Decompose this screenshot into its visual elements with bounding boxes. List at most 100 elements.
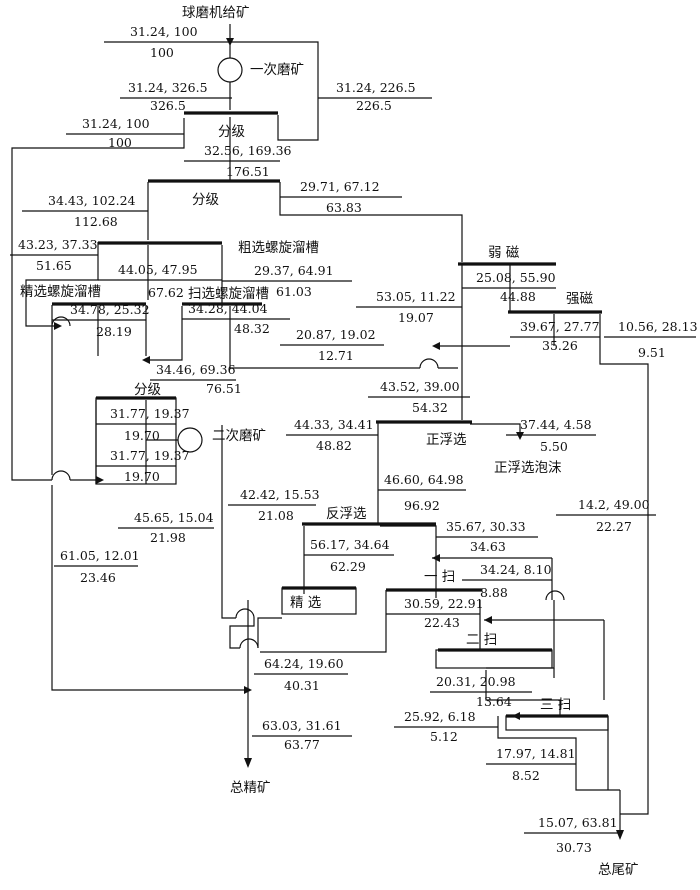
feed-label: 球磨机给矿 xyxy=(182,5,250,21)
s14-top: 34.28, 44.04 xyxy=(188,301,268,316)
s16-top: 39.67, 27.77 xyxy=(520,319,600,334)
s38-top: 15.07, 63.81 xyxy=(538,815,618,830)
s16-bottom: 35.26 xyxy=(542,338,578,353)
s11-top: 25.08, 55.90 xyxy=(476,270,556,285)
s07-top: 29.71, 67.12 xyxy=(300,179,380,194)
s24-top: 46.60, 64.98 xyxy=(384,472,464,487)
scav2-cell xyxy=(435,649,553,669)
s31-top: 34.24, 8.10 xyxy=(480,562,552,577)
s04-top: 31.24, 100 xyxy=(82,116,150,131)
s35-top: 25.92, 6.18 xyxy=(404,709,476,724)
strong-mag-label: 强磁 xyxy=(566,291,594,307)
s34-top: 20.31, 20.98 xyxy=(436,674,516,689)
arrow-froth xyxy=(516,432,524,440)
s32-bottom: 22.43 xyxy=(424,615,460,630)
s15-top: 20.87, 19.02 xyxy=(296,327,376,342)
s03-bottom: 226.5 xyxy=(356,98,392,113)
s37-bottom: 8.52 xyxy=(512,768,540,783)
s18-bottom: 76.51 xyxy=(206,381,242,396)
s11-bottom: 44.88 xyxy=(500,289,536,304)
total-conc-label: 总精矿 xyxy=(230,780,271,796)
s33-top: 64.24, 19.60 xyxy=(264,656,344,671)
s34-bottom: 13.64 xyxy=(476,694,512,709)
s36-top: 63.03, 31.61 xyxy=(262,718,342,733)
s19-bottom: 54.32 xyxy=(412,400,448,415)
weak-mag-label: 弱 磁 xyxy=(488,245,520,261)
arrow-scav3-return xyxy=(512,712,520,720)
s10-top: 29.37, 64.91 xyxy=(254,263,334,278)
s29-top: 35.67, 30.33 xyxy=(446,519,526,534)
s20-top: 31.77, 19.37 xyxy=(110,406,190,421)
s05-top: 32.56, 169.36 xyxy=(204,143,292,158)
s22-top: 44.33, 34.41 xyxy=(294,417,374,432)
s03-top: 31.24, 226.5 xyxy=(336,80,416,95)
s09-top: 44.05, 47.95 xyxy=(118,262,198,277)
s14-bottom: 48.32 xyxy=(234,321,270,336)
s27-bottom: 22.27 xyxy=(596,519,632,534)
direct-froth-label: 正浮选泡沫 xyxy=(494,460,562,476)
s25-bottom: 21.08 xyxy=(258,508,294,523)
arrow-to-total-conc xyxy=(244,686,252,694)
mill2-icon xyxy=(177,427,203,453)
s26-top: 45.65, 15.04 xyxy=(134,510,214,525)
s27-top: 14.2, 49.00 xyxy=(578,497,650,512)
process-bars xyxy=(52,111,609,731)
s21-top: 31.77, 19.37 xyxy=(110,448,190,463)
arrow-mag-feed xyxy=(432,342,440,350)
s12-bottom: 19.07 xyxy=(398,310,434,325)
s32-top: 30.59, 22.91 xyxy=(404,596,484,611)
mill1-icon xyxy=(217,57,243,83)
s20-bottom: 19.70 xyxy=(124,428,160,443)
arrow-scav1-return xyxy=(432,554,440,562)
s15-bottom: 12.71 xyxy=(318,348,354,363)
s07-bottom: 63.83 xyxy=(326,200,362,215)
stream-labels: 31.24, 100 100 31.24, 326.5 326.5 31.24,… xyxy=(10,24,698,855)
direct-flot-label: 正浮选 xyxy=(426,432,467,448)
classifier3-box xyxy=(95,397,177,485)
s24-bottom: 96.92 xyxy=(404,498,440,513)
s38-bottom: 30.73 xyxy=(556,840,592,855)
s23-top: 37.44, 4.58 xyxy=(520,417,592,432)
arrow-total-tail-down xyxy=(616,830,624,840)
process-labels: 球磨机给矿 一次磨矿 分级 分级 粗选螺旋溜槽 精选螺旋溜槽 扫选螺旋溜槽 弱 … xyxy=(20,5,639,878)
s01-bottom: 100 xyxy=(150,45,174,60)
s06-bottom: 112.68 xyxy=(74,214,118,229)
rougher-spiral-label: 粗选螺旋溜槽 xyxy=(238,240,319,256)
s28-bottom: 62.29 xyxy=(330,559,366,574)
s06-top: 34.43, 102.24 xyxy=(48,193,136,208)
s23-bottom: 5.50 xyxy=(540,439,568,454)
scav1-label: 一 扫 xyxy=(424,569,455,585)
s08-top: 43.23, 37.33 xyxy=(18,237,98,252)
s31-bottom: 8.88 xyxy=(480,585,508,600)
mill1-label: 一次磨矿 xyxy=(250,62,304,78)
scav3-label: 三 扫 xyxy=(540,697,571,713)
cleaning-label: 精 选 xyxy=(290,595,322,611)
s33-bottom: 40.31 xyxy=(284,678,320,693)
cleaning-cell xyxy=(281,587,357,615)
s17-top: 10.56, 28.13 xyxy=(618,319,698,334)
scav3-cell xyxy=(505,715,609,731)
mill2-label: 二次磨矿 xyxy=(212,428,266,444)
s02-top: 31.24, 326.5 xyxy=(128,80,208,95)
s04-bottom: 100 xyxy=(108,135,132,150)
scavenger-spiral-label: 扫选螺旋溜槽 xyxy=(188,286,269,302)
s17-bottom: 9.51 xyxy=(638,345,666,360)
s01-top: 31.24, 100 xyxy=(130,24,198,39)
s02-bottom: 326.5 xyxy=(150,98,186,113)
s35-bottom: 5.12 xyxy=(430,729,458,744)
arrow-to-classifier3 xyxy=(142,356,150,364)
classifier3-label: 分级 xyxy=(134,382,161,398)
s13-bottom: 28.19 xyxy=(96,324,132,339)
s08-bottom: 51.65 xyxy=(36,258,72,273)
s28-top: 56.17, 34.64 xyxy=(310,537,390,552)
s18-top: 34.46, 69.36 xyxy=(156,362,236,377)
arrow-total-conc-down xyxy=(244,758,252,768)
s26-bottom: 21.98 xyxy=(150,530,186,545)
s25-top: 42.42, 15.53 xyxy=(240,487,320,502)
s13-top: 34.78, 25.32 xyxy=(70,302,150,317)
classifier2-label: 分级 xyxy=(192,192,219,208)
s19-top: 43.52, 39.00 xyxy=(380,379,460,394)
cleaner-spiral-label: 精选螺旋溜槽 xyxy=(20,284,101,300)
arrow-to-cleaner xyxy=(54,322,62,330)
